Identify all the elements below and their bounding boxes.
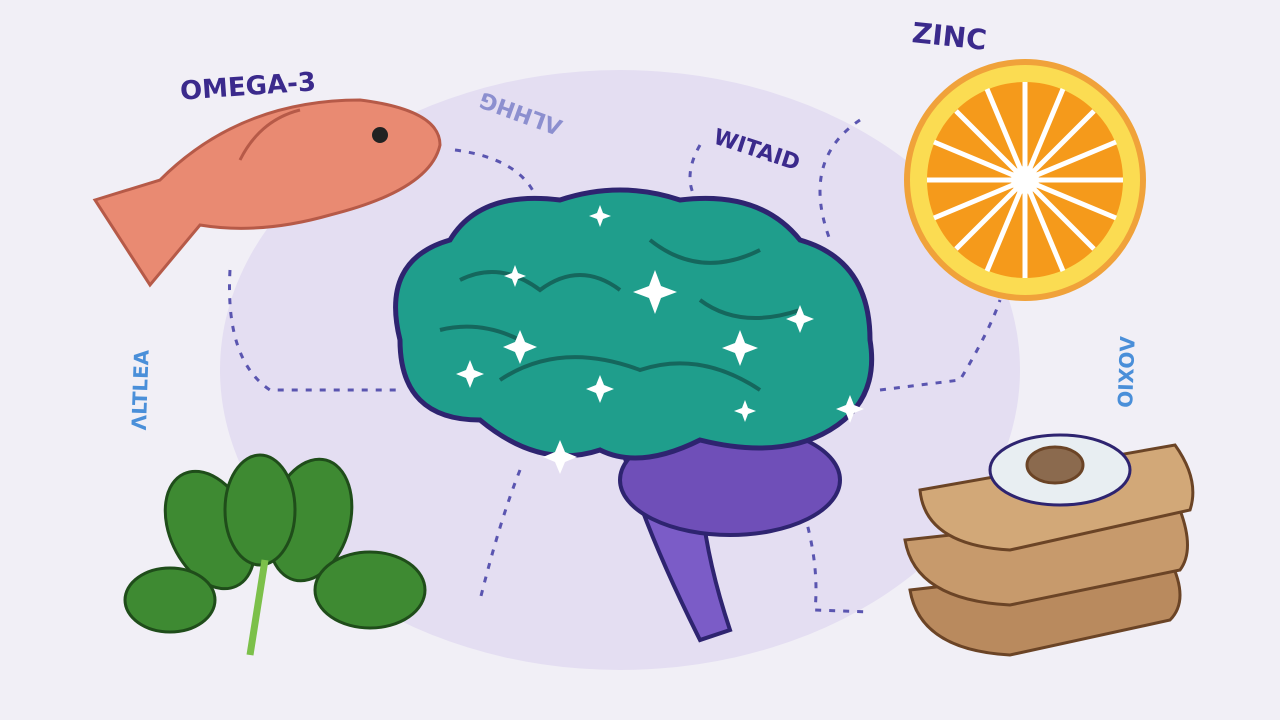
label-ltlea: ɅLTLEA bbox=[126, 349, 154, 431]
brain-icon bbox=[393, 187, 875, 643]
spinach-icon bbox=[123, 453, 427, 656]
label-ioxio: ɅOXIO bbox=[1112, 335, 1140, 409]
bread-with-oyster-icon bbox=[903, 433, 1195, 657]
sparkles bbox=[456, 205, 864, 474]
fish-icon bbox=[92, 98, 442, 288]
orange-slice-icon bbox=[904, 59, 1146, 301]
